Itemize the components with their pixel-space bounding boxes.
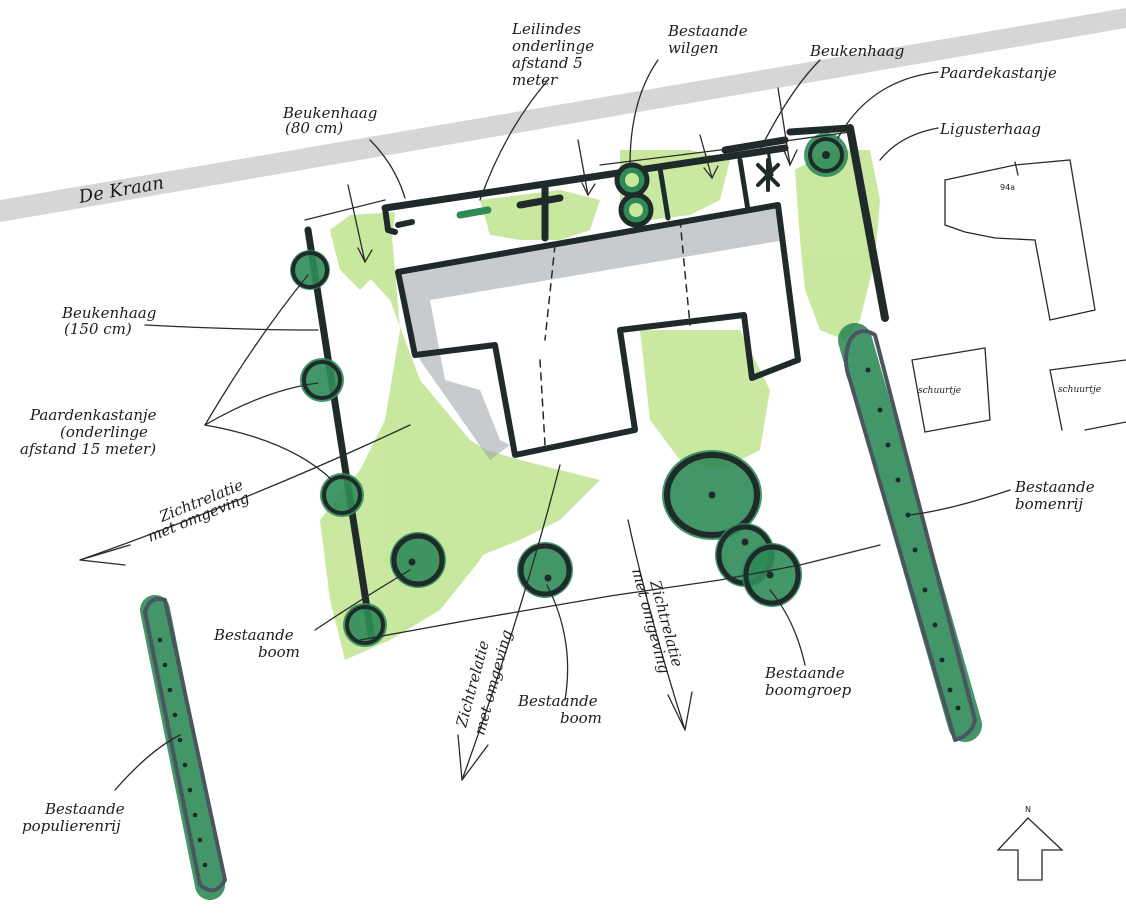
label-beukenhaag-top: Beukenhaag — [809, 42, 904, 60]
label-paardenkastanje-l3: afstand 15 meter) — [20, 440, 156, 458]
label-beukenhaag-80-l1: Beukenhaag — [282, 104, 377, 122]
label-house-94a: 94a — [1000, 183, 1015, 192]
existing-tree-group — [662, 450, 802, 607]
label-boomgroep-l1: Bestaande — [764, 664, 845, 682]
boundary-lines — [304, 131, 1126, 641]
label-bomenrij-l2: bomenrij — [1015, 495, 1083, 513]
street-label: De Kraan — [76, 172, 165, 208]
existing-poplar-row — [140, 595, 227, 900]
label-populierenrij-l1: Bestaande — [44, 800, 125, 818]
label-populierenrij-l2: populierenrij — [22, 817, 121, 835]
label-leilindes-l3: afstand 5 — [512, 54, 583, 72]
label-boom-south-l2: boom — [560, 709, 602, 727]
willows — [614, 162, 654, 228]
label-paardenkastanje-l1: Paardenkastanje — [29, 406, 157, 424]
label-leilindes-l1: Leilindes — [511, 20, 581, 38]
building — [395, 202, 801, 460]
label-beukenhaag-150-l2: (150 cm) — [64, 320, 132, 338]
label-schuurtje-1: schuurtje — [918, 386, 961, 396]
label-leilindes-l2: onderlinge — [512, 37, 594, 55]
building-outline — [395, 202, 801, 458]
building-shadow — [398, 205, 785, 460]
label-ligusterhaag: Ligusterhaag — [939, 120, 1041, 138]
label-boomgroep-l2: boomgroep — [765, 681, 852, 699]
existing-tree-south — [517, 542, 573, 598]
label-beukenhaag-150-l1: Beukenhaag — [61, 304, 156, 322]
lawn-areas — [320, 150, 880, 660]
star-marker — [756, 158, 780, 192]
label-wilgen-l1: Bestaande — [667, 22, 748, 40]
chestnut-trees-west — [290, 250, 387, 647]
label-leilindes-l4: meter — [512, 71, 558, 89]
leader-lines — [114, 59, 1011, 791]
north-label: N — [1025, 805, 1031, 814]
street-de-kraan — [0, 8, 1126, 222]
existing-tree-west — [390, 532, 446, 588]
label-boom-west-l2: boom — [258, 643, 300, 661]
paardekastanje-tree — [804, 133, 848, 177]
label-schuurtje-2: schuurtje — [1058, 385, 1101, 395]
label-paardenkastanje-l2: (onderlinge — [60, 423, 148, 441]
label-beukenhaag-80-l2: (80 cm) — [285, 119, 343, 137]
view-arrows — [79, 424, 693, 781]
existing-tree-row-east — [838, 323, 982, 742]
label-boom-south-l1: Bestaande — [517, 692, 598, 710]
label-boom-west-l1: Bestaande — [213, 626, 294, 644]
label-paardekastanje: Paardekastanje — [939, 64, 1057, 82]
label-bomenrij-l1: Bestaande — [1014, 478, 1095, 496]
label-wilgen-l2: wilgen — [668, 39, 719, 57]
north-arrow-icon — [996, 817, 1064, 881]
